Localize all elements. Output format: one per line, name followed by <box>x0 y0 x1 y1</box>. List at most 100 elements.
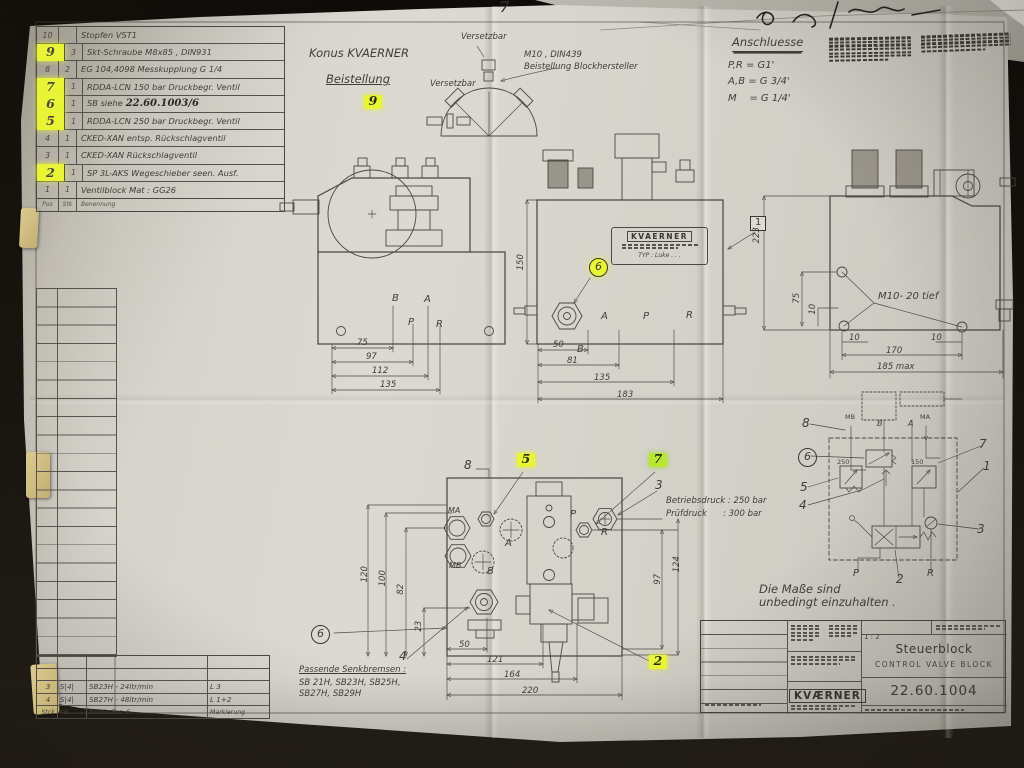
drawing-label: A <box>505 538 512 549</box>
part-name: CKED-XAN entsp. Rückschlagventil <box>81 133 226 144</box>
binder-tab <box>18 207 40 249</box>
highlighted-pos: 7 <box>37 78 65 96</box>
dimensions-note: Die Maße sind <box>759 582 841 596</box>
parts-list-footer: Pos Stk Benennung <box>37 197 284 211</box>
drawing-label: Versetzbar <box>461 32 507 42</box>
drawing-label: A,B = G 3/4' <box>728 76 790 87</box>
kvaerner-logo: KVÆRNER <box>789 689 866 703</box>
drawing-label: 100 <box>377 570 388 587</box>
drawing-label: A <box>908 419 914 428</box>
senkbremsen-note: Passende Senkbremsen : <box>299 665 407 675</box>
drawing-label: 5 <box>800 480 808 494</box>
drawing-label: 220 <box>522 686 539 696</box>
drawing-label: B <box>877 419 883 428</box>
drawing-label: 75 <box>792 292 803 304</box>
title-english: CONTROL VALVE BLOCK <box>874 660 993 669</box>
callout-6-bottom: 6 <box>311 625 330 644</box>
cell <box>58 656 87 668</box>
nameplate-typ: TYP : Luke . . . <box>638 251 681 259</box>
cell <box>208 656 269 668</box>
date-name-table <box>789 654 859 666</box>
drawing-label: 2 <box>896 572 904 586</box>
cell: L 3 <box>210 682 221 692</box>
drawing-label: Versetzbar <box>430 79 476 89</box>
pos: 1 <box>37 181 59 198</box>
fine-print-stamp <box>920 31 1013 53</box>
pos: 8 <box>37 61 59 78</box>
callout-9: 9 <box>364 94 382 109</box>
qty: 1 <box>59 181 77 198</box>
cell <box>208 669 269 681</box>
callout-6-mid: 6 <box>589 258 608 277</box>
drawing-label: 82 <box>396 583 407 595</box>
qty <box>59 27 77 44</box>
scale-cell: 1 : 2 <box>864 624 880 643</box>
side-view-center <box>513 133 756 404</box>
drawing-label: 10 <box>931 333 942 343</box>
drawing-label: unbedingt einzuhalten . <box>759 595 896 609</box>
drawing-label: 7 <box>979 437 987 451</box>
drawing-label: 97 <box>653 573 664 585</box>
drawing-label: 81 <box>567 356 578 366</box>
kvaerner-nameplate: KVAERNER TYP : Luke . . . <box>611 227 708 265</box>
drawing-label: 8 <box>802 416 810 430</box>
callout-8: 8 <box>464 458 472 472</box>
handwritten-part-no: 22.60.1003/6 <box>125 98 199 110</box>
drawing-label: 150 <box>515 254 526 271</box>
cell: KB. <box>58 706 87 718</box>
name-info <box>827 623 859 639</box>
nameplate-fine-print <box>620 242 700 251</box>
origin-info <box>789 623 823 643</box>
drawing-label: M10- 20 tief <box>878 291 939 302</box>
drawing-label: 183 <box>617 390 634 400</box>
drawing-label: SB 21H, SB23H, SB25H, <box>299 678 401 688</box>
drawing-label: MB <box>845 413 856 421</box>
drawing-label: 120 <box>359 566 370 583</box>
parts-col-name: Benennung <box>81 201 116 209</box>
drawing-label: MA <box>920 413 931 421</box>
drawing-label: B <box>392 293 399 304</box>
anschluesse-title: Anschluesse <box>732 36 804 52</box>
qty: 1 <box>65 78 83 95</box>
schematic-callout-6: 6 <box>798 448 817 467</box>
qty: 3 <box>65 44 83 61</box>
drawing-number-cell: 22.60.1004 <box>861 677 1007 705</box>
drawing-label: 135 <box>594 373 611 383</box>
drawing-label: M = G 1/4' <box>728 93 791 104</box>
handwritten-seven: 7 <box>499 0 510 16</box>
cell <box>37 656 58 668</box>
cell: SB27H - 48ltr/min <box>87 693 208 706</box>
scale-value: 1 : 2 <box>864 633 880 641</box>
part-name: RDDA-LCN 150 bar Druckbegr. Ventil <box>87 81 240 92</box>
drawing-label: 50 <box>459 640 470 650</box>
fine-print-stamp <box>828 35 912 63</box>
title-block: KVÆRNER 1 : 2 Steuerblock CONTROL VALVE … <box>700 620 1007 714</box>
callout-3: 3 <box>655 478 663 492</box>
drawing-label: MB <box>449 561 462 570</box>
hydraulic-schematic <box>807 391 985 579</box>
cell <box>87 668 208 681</box>
highlighted-pos: 9 <box>37 43 65 61</box>
qty: 1 <box>59 147 77 164</box>
cell <box>58 668 87 681</box>
part-name: Skt-Schraube M8x85 , DIN931 <box>87 47 212 58</box>
qty: 1 <box>59 130 77 147</box>
drawing-label: 124 <box>671 556 682 573</box>
drawing-label: R <box>686 310 693 321</box>
logo-cell: KVÆRNER <box>789 684 866 712</box>
part-name: CKED-XAN Rückschlagventil <box>81 150 198 161</box>
drawing-label: 250 <box>837 458 850 466</box>
part-name: Stopfen VST1 <box>81 30 138 41</box>
drawing-label: P <box>643 311 650 322</box>
side-view-right <box>764 149 1016 379</box>
cell: ltr/min Pos. 6 <box>87 706 208 718</box>
